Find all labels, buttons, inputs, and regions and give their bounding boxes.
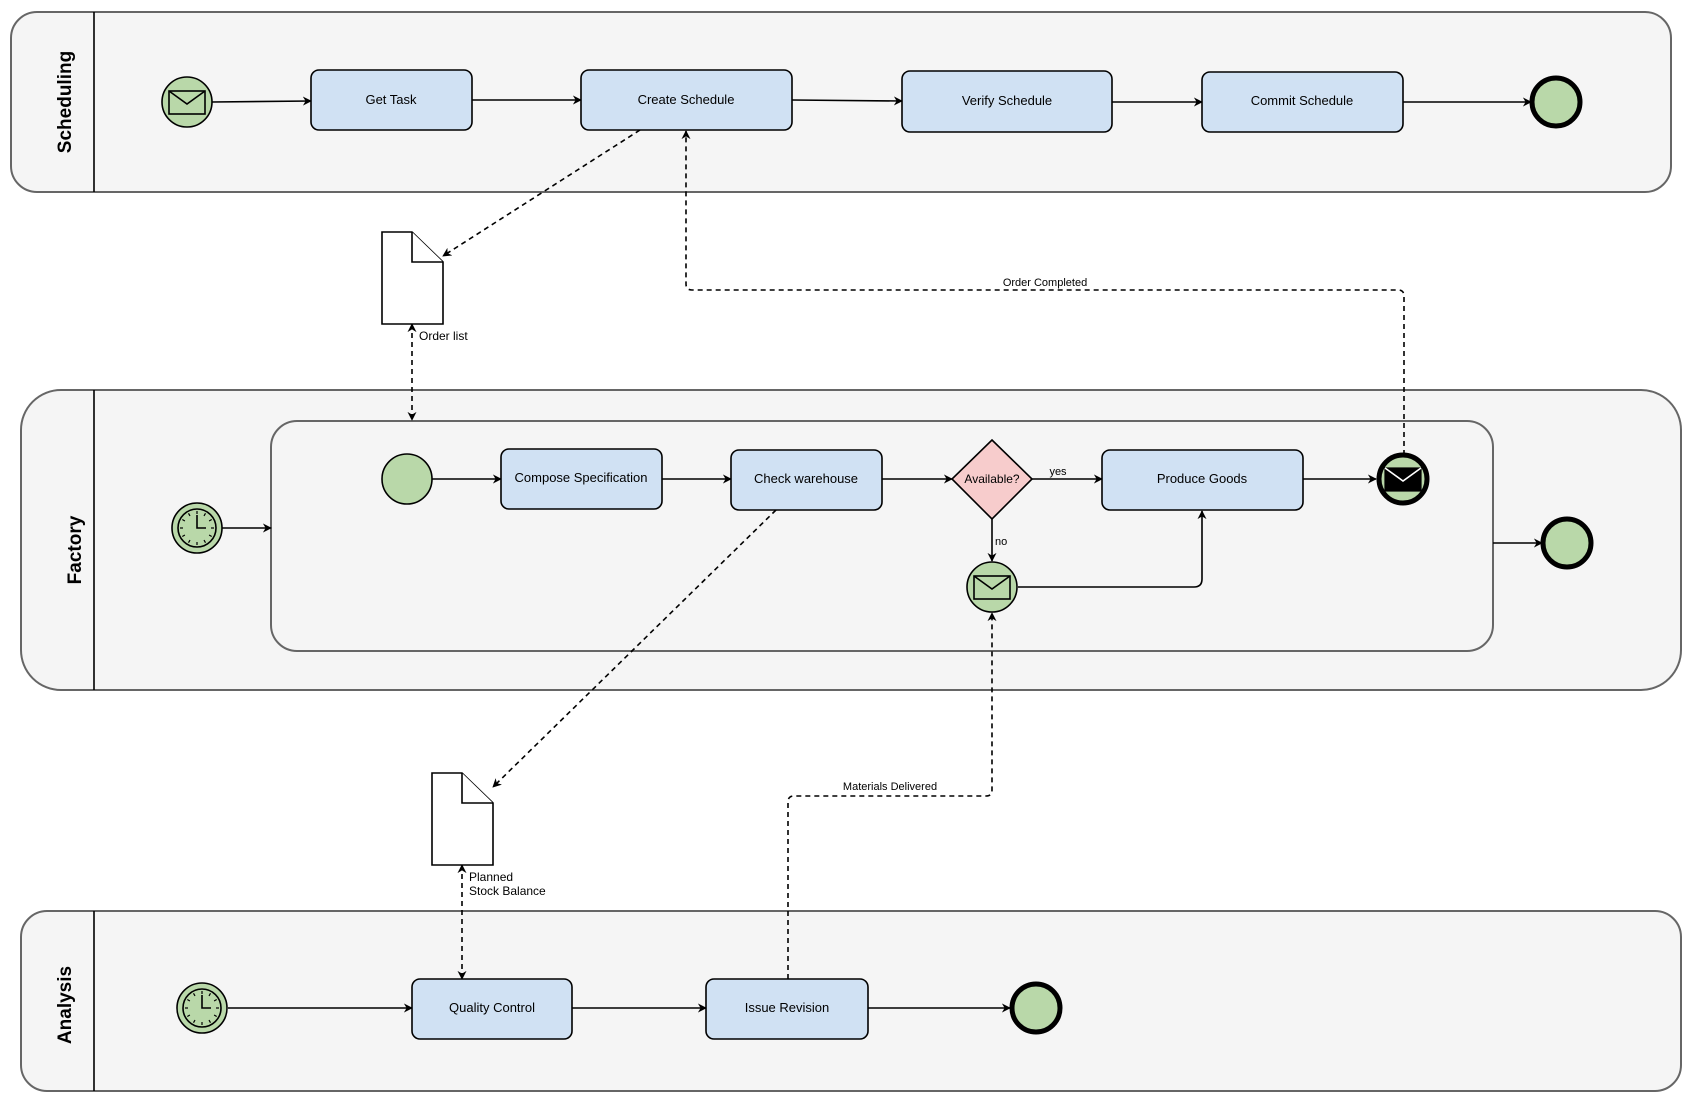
task-get-task[interactable]: Get Task [310, 69, 473, 131]
task-commit-schedule[interactable]: Commit Schedule [1201, 71, 1404, 133]
stock-balance-label-line1: Planned [469, 870, 513, 884]
clock-icon [182, 988, 222, 1028]
task-commit-schedule-label: Commit Schedule [1251, 93, 1354, 108]
end-event-scheduling[interactable] [1529, 75, 1583, 129]
materials-delivered-label: Materials Delivered [843, 781, 937, 793]
flow-start-to-get-task[interactable] [211, 96, 312, 106]
start-event-subprocess[interactable] [381, 453, 433, 505]
order-list-label: Order list [419, 329, 468, 343]
intermediate-event-message[interactable] [966, 561, 1018, 613]
task-produce-goods[interactable]: Produce Goods [1101, 449, 1304, 511]
gateway-available-label: Available? [964, 472, 1019, 486]
envelope-icon [973, 575, 1011, 600]
pool-factory-title: Factory [65, 515, 86, 584]
message-flow-materials-delivered[interactable] [787, 612, 997, 979]
end-event-factory[interactable] [1540, 516, 1594, 570]
task-quality-control[interactable]: Quality Control [411, 978, 573, 1040]
order-completed-label: Order Completed [1003, 277, 1087, 289]
associations [407, 129, 1405, 980]
association-check-warehouse-to-stock-balance[interactable] [492, 509, 777, 788]
task-verify-schedule-label: Verify Schedule [962, 93, 1052, 108]
start-event-message-scheduling[interactable] [161, 76, 213, 128]
task-create-schedule[interactable]: Create Schedule [580, 69, 793, 131]
end-event-analysis[interactable] [1009, 981, 1063, 1035]
clock-icon [177, 508, 217, 548]
gateway-no-label: no [995, 536, 1007, 548]
task-check-warehouse-label: Check warehouse [754, 471, 858, 486]
task-issue-revision-label: Issue Revision [745, 1000, 830, 1015]
start-event-timer-analysis[interactable] [176, 982, 228, 1034]
document-order-list[interactable] [381, 231, 444, 325]
gateway-available[interactable]: Available? [950, 438, 1034, 521]
pool-analysis-title: Analysis [55, 966, 76, 1044]
envelope-filled-icon [1384, 467, 1422, 492]
task-issue-revision[interactable]: Issue Revision [705, 978, 869, 1040]
end-event-message-factory[interactable] [1376, 452, 1430, 506]
task-get-task-label: Get Task [365, 92, 417, 107]
gateway-yes-label: yes [1049, 466, 1067, 478]
task-compose-specification-label: Compose Specification [515, 470, 648, 485]
document-planned-stock-balance[interactable] [431, 772, 494, 866]
pool-scheduling-title: Scheduling [55, 51, 76, 153]
envelope-icon [168, 90, 206, 115]
task-check-warehouse[interactable]: Check warehouse [730, 449, 883, 511]
flow-message-to-produce[interactable] [1018, 510, 1207, 588]
pool-scheduling[interactable]: Scheduling [10, 11, 1672, 193]
task-create-schedule-label: Create Schedule [638, 92, 735, 107]
association-create-schedule-to-order-list[interactable] [442, 129, 641, 257]
flow-create-to-verify[interactable] [791, 96, 903, 106]
start-event-timer-factory[interactable] [171, 502, 223, 554]
task-quality-control-label: Quality Control [449, 1000, 535, 1015]
task-produce-goods-label: Produce Goods [1157, 471, 1248, 486]
sequence-flows [211, 95, 1543, 1013]
task-compose-specification[interactable]: Compose Specification [500, 448, 663, 510]
task-verify-schedule[interactable]: Verify Schedule [901, 70, 1113, 133]
stock-balance-label-line2: Stock Balance [469, 884, 546, 898]
